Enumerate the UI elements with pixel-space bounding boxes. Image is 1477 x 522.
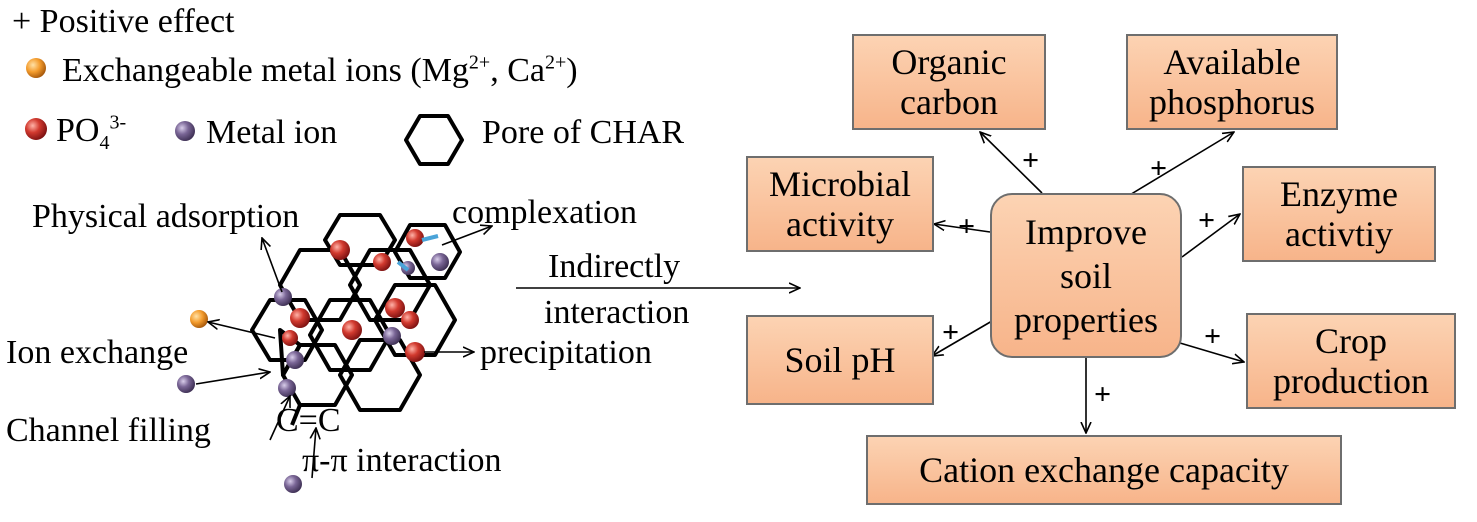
plus-sign-crop-production: + <box>1204 320 1222 353</box>
metal-ion-legend-icon <box>175 121 195 141</box>
label-cc-bond: C=C <box>276 402 341 439</box>
label-indirectly: Indirectly <box>548 248 681 285</box>
label-complexation: complexation <box>452 194 638 231</box>
metal-ion <box>286 351 304 369</box>
plus-sign-soil-ph: + <box>942 316 960 349</box>
mechanism-arrows <box>195 226 492 479</box>
po4-ion <box>405 342 425 362</box>
po4-ion <box>290 308 310 328</box>
po4-ion <box>385 298 405 318</box>
cation-exchange-capacity-box: Cation exchange capacity <box>866 435 1342 505</box>
po4-ion <box>401 311 419 329</box>
legend-positive-effect: + Positive effect <box>12 3 235 40</box>
plus-sign-organic-carbon: + <box>1022 144 1040 177</box>
legend-metal-ion: Metal ion <box>206 114 338 151</box>
po4-ion <box>373 253 391 271</box>
label-channel-filling: Channel filling <box>6 412 211 449</box>
exchangeable-ion <box>190 310 208 328</box>
metal-ion <box>177 375 195 393</box>
po4-ion-legend-icon <box>25 118 47 140</box>
po4-ion <box>282 330 298 346</box>
legend-exchangeable-ions: Exchangeable metal ions (Mg2+, Ca2+) <box>62 51 578 89</box>
metal-ion <box>274 288 292 306</box>
po4-ion <box>330 240 350 260</box>
label-interaction: interaction <box>544 294 690 331</box>
po4-ion <box>342 320 362 340</box>
pore-hexagon-icon <box>404 114 464 166</box>
legend-po4-ion: PO43- <box>56 111 127 154</box>
po4-ion <box>406 229 424 247</box>
lattice-ions <box>177 229 449 493</box>
plus-sign-microbial-activity: + <box>958 210 976 243</box>
plus-sign-cec: + <box>1094 378 1112 411</box>
label-precipitation: precipitation <box>480 334 652 371</box>
metal-ion <box>431 253 449 271</box>
soil-ph-box: Soil pH <box>746 315 934 405</box>
metal-ion <box>383 327 401 345</box>
metal-ion <box>284 475 302 493</box>
exchangeable-ion-legend-icon <box>26 58 46 78</box>
metal-ion <box>278 379 296 397</box>
label-ion-exchange: Ion exchange <box>6 334 189 371</box>
outcome-arrows <box>932 132 1244 433</box>
label-pi-pi-interaction: π-π interaction <box>302 442 502 479</box>
label-physical-adsorption: Physical adsorption <box>32 198 300 235</box>
legend-pore-of-char: Pore of CHAR <box>482 114 685 151</box>
plus-sign-available-phosphorus: + <box>1150 152 1168 185</box>
plus-sign-enzyme-activity: + <box>1198 204 1216 237</box>
